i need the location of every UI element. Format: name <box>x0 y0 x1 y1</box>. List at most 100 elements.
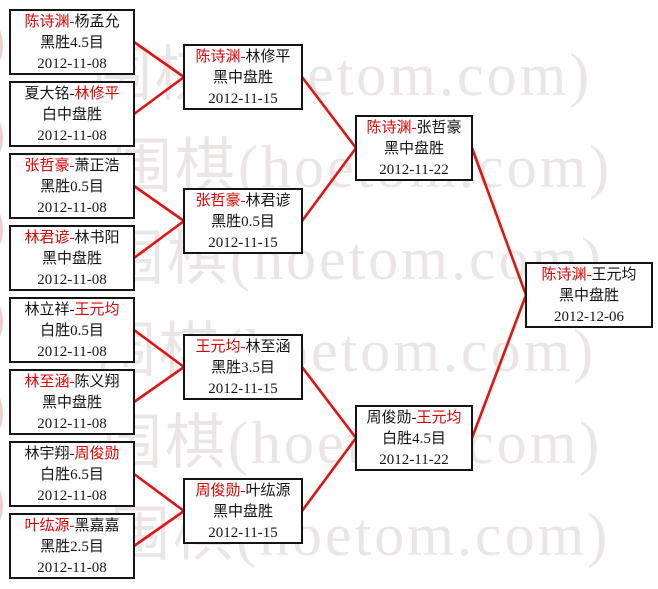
match-result: 黑中盘胜 <box>41 251 102 267</box>
match-players: 林立祥-王元均 <box>11 300 133 321</box>
match-players: 周俊勋-王元均 <box>357 408 471 429</box>
match-result: 黑胜2.5目 <box>40 539 104 555</box>
match-players: 夏大铭-林修平 <box>11 84 133 105</box>
bracket-line <box>300 366 358 439</box>
player-name: 杨孟允 <box>74 14 120 30</box>
player-dash: - <box>69 14 75 30</box>
player-dash: - <box>240 339 246 355</box>
player-name: 王元均 <box>195 339 241 355</box>
match-date: 2012-11-08 <box>37 56 107 72</box>
match-result: 黑中盘胜 <box>41 395 102 411</box>
match-date: 2012-11-08 <box>37 272 107 288</box>
player-name: 陈诗渊 <box>541 267 587 283</box>
player-name: 林君谚 <box>24 230 70 246</box>
player-name: 林立祥 <box>24 302 70 318</box>
match-box-r1-m1: 陈诗渊-杨孟允 黑胜4.5目 2012-11-08 <box>9 9 135 75</box>
match-date: 2012-11-15 <box>208 381 278 397</box>
match-box-final: 陈诗渊-王元均 黑中盘胜 2012-12-06 <box>525 262 653 328</box>
player-name: 王元均 <box>591 267 637 283</box>
match-box-sf-m2: 周俊勋-王元均 白胜4.5目 2012-11-22 <box>355 405 473 471</box>
watermark-text: 围棋(hoetom.com) <box>102 410 602 476</box>
match-box-sf-m1: 陈诗渊-张哲豪 黑中盘胜 2012-11-22 <box>355 115 473 181</box>
player-dash: - <box>69 86 75 102</box>
match-players: 林宇翔-周俊勋 <box>11 444 133 465</box>
bracket-line <box>300 147 358 222</box>
match-date: 2012-11-08 <box>37 200 107 216</box>
match-result: 黑中盘胜 <box>212 504 273 520</box>
bracket-line <box>133 365 185 404</box>
player-name: 陈诗渊 <box>24 14 70 30</box>
player-name: 张哲豪 <box>195 193 241 209</box>
match-players: 陈诗渊-王元均 <box>527 265 651 286</box>
match-date: 2012-11-22 <box>379 162 449 178</box>
match-result: 黑中盘胜 <box>558 288 619 304</box>
bracket-line <box>133 509 185 548</box>
player-name: 陈诗渊 <box>195 49 241 65</box>
watermark-text: 围棋(hoetom.com) <box>96 318 597 384</box>
match-players: 张哲豪-林君谚 <box>185 191 301 212</box>
player-dash: - <box>69 158 75 174</box>
match-date: 2012-11-08 <box>37 344 107 360</box>
player-name: 林至涵 <box>245 339 291 355</box>
watermark-text: 围棋(hoetom.com) <box>92 42 593 108</box>
bracket-line <box>470 147 528 296</box>
match-date: 2012-11-08 <box>37 128 107 144</box>
player-dash: - <box>411 410 417 426</box>
bracket-line <box>133 184 185 223</box>
player-name: 夏大铭 <box>24 86 70 102</box>
player-name: 黑嘉嘉 <box>74 518 120 534</box>
match-players: 叶纮源-黑嘉嘉 <box>11 516 133 537</box>
match-result: 白胜4.5目 <box>382 431 446 447</box>
match-box-r1-m3: 张哲豪-萧正浩 黑胜0.5目 2012-11-08 <box>9 153 135 219</box>
player-dash: - <box>69 302 75 318</box>
player-name: 林君谚 <box>245 193 291 209</box>
player-dash: - <box>69 374 75 390</box>
player-dash: - <box>240 483 246 499</box>
match-date: 2012-11-15 <box>208 235 278 251</box>
player-name: 张哲豪 <box>416 120 462 136</box>
player-name: 周俊勋 <box>195 483 241 499</box>
player-dash: - <box>69 518 75 534</box>
match-players: 周俊勋-叶纮源 <box>185 481 301 502</box>
match-date: 2012-11-15 <box>208 91 278 107</box>
player-name: 林修平 <box>74 86 120 102</box>
bracket-line <box>133 472 185 513</box>
match-players: 陈诗渊-杨孟允 <box>11 12 133 33</box>
player-name: 叶纮源 <box>245 483 291 499</box>
match-date: 2012-11-08 <box>37 488 107 504</box>
player-name: 林宇翔 <box>24 446 70 462</box>
match-result: 白中盘胜 <box>41 107 102 123</box>
player-dash: - <box>69 446 75 462</box>
player-name: 萧正浩 <box>74 158 120 174</box>
player-name: 林至涵 <box>24 374 70 390</box>
match-result: 黑胜3.5目 <box>211 360 275 376</box>
player-dash: - <box>586 267 592 283</box>
player-dash: - <box>411 120 417 136</box>
player-name: 周俊勋 <box>74 446 120 462</box>
match-date: 2012-11-08 <box>37 560 107 576</box>
match-players: 王元均-林至涵 <box>185 337 301 358</box>
match-date: 2012-11-08 <box>37 416 107 432</box>
bracket-line <box>133 75 185 116</box>
player-dash: - <box>240 193 246 209</box>
match-date: 2012-11-15 <box>208 525 278 541</box>
match-result: 白胜0.5目 <box>40 323 104 339</box>
match-result: 黑中盘胜 <box>383 141 444 157</box>
player-dash: - <box>69 230 75 246</box>
match-result: 黑胜4.5目 <box>40 35 104 51</box>
match-players: 陈诗渊-张哲豪 <box>357 118 471 139</box>
player-name: 张哲豪 <box>24 158 70 174</box>
match-box-r1-m7: 林宇翔-周俊勋 白胜6.5目 2012-11-08 <box>9 441 135 507</box>
match-box-r1-m8: 叶纮源-黑嘉嘉 黑胜2.5目 2012-11-08 <box>9 513 135 579</box>
bracket-line <box>300 437 358 512</box>
match-result: 白胜6.5目 <box>40 467 104 483</box>
match-result: 黑胜0.5目 <box>40 179 104 195</box>
match-result: 黑胜0.5目 <box>211 214 275 230</box>
player-name: 陈义翔 <box>74 374 120 390</box>
player-dash: - <box>240 49 246 65</box>
bracket-line <box>133 40 185 79</box>
match-date: 2012-12-06 <box>554 309 624 325</box>
player-name: 陈诗渊 <box>366 120 412 136</box>
